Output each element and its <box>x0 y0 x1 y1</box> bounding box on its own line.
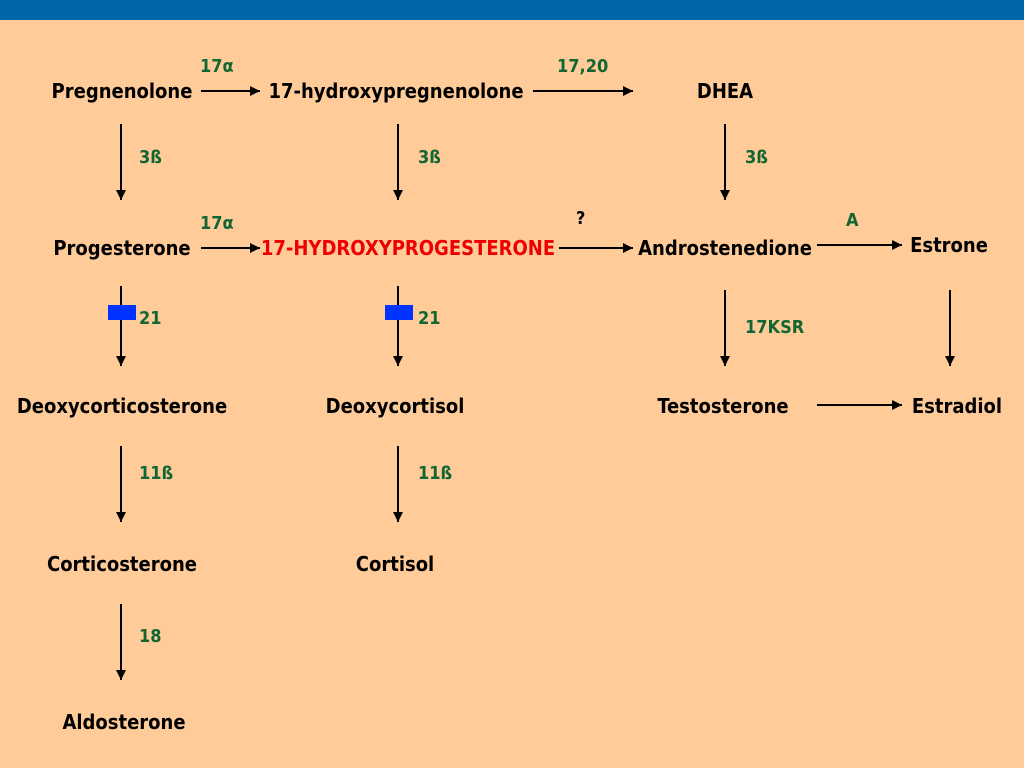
enzyme-3beta-right: 3ß <box>745 147 768 168</box>
enzyme-11beta-middle: 11ß <box>418 463 452 484</box>
node-androstenedione: Androstenedione <box>638 236 812 260</box>
node-estradiol: Estradiol <box>912 394 1002 418</box>
enzyme-17alpha-middle: 17α <box>200 213 234 234</box>
node-pregnenolone: Pregnenolone <box>52 79 193 103</box>
enzyme-21-left: 21 <box>139 308 162 329</box>
enzyme-block-marker <box>108 305 136 320</box>
node-testosterone: Testosterone <box>657 394 788 418</box>
node-deoxycortisol: Deoxycortisol <box>326 394 465 418</box>
node-aldosterone: Aldosterone <box>62 710 185 734</box>
enzyme-block-marker <box>385 305 413 320</box>
node-17-hydroxyprogesterone: 17-HYDROXYPROGESTERONE <box>261 236 555 260</box>
enzyme-17ksr: 17KSR <box>745 317 805 338</box>
node-cortisol: Cortisol <box>356 552 434 576</box>
node-estrone: Estrone <box>910 233 988 257</box>
node-progesterone: Progesterone <box>53 236 190 260</box>
node-corticosterone: Corticosterone <box>47 552 197 576</box>
node-dhea: DHEA <box>697 79 753 103</box>
enzyme-21-middle: 21 <box>418 308 441 329</box>
node-17-hydroxypregnenolone: 17-hydroxypregnenolone <box>268 79 523 103</box>
node-deoxycorticosterone: Deoxycorticosterone <box>17 394 227 418</box>
enzyme-17alpha-top: 17α <box>200 56 234 77</box>
enzyme-17-20-lyase: 17,20 <box>557 56 608 77</box>
enzyme-3beta-left: 3ß <box>139 147 162 168</box>
enzyme-11beta-left: 11ß <box>139 463 173 484</box>
enzyme-3beta-middle: 3ß <box>418 147 441 168</box>
enzyme-18: 18 <box>139 626 162 647</box>
enzyme-aromatase: A <box>846 210 859 231</box>
unknown-enzyme-label: ? <box>576 208 585 229</box>
top-bar <box>0 0 1024 20</box>
